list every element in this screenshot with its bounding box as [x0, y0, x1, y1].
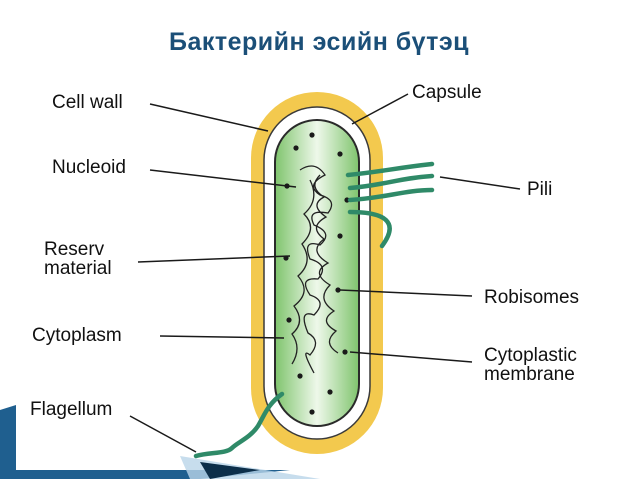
- nucleoid-dna: [291, 165, 339, 374]
- label-nucleoid: Nucleoid: [52, 157, 126, 178]
- label-cytoplasmic-membrane: Cytoplastic membrane: [484, 345, 577, 385]
- label-reserve-material: Reserv material: [44, 239, 112, 279]
- pili: [345, 161, 435, 249]
- slide-title: Бактерийн эсийн бүтэц: [168, 28, 469, 56]
- label-cytoplasm: Cytoplasm: [32, 325, 122, 346]
- label-ribosomes: Robisomes: [484, 287, 580, 308]
- label-cell-wall: Cell wall: [52, 92, 123, 113]
- label-flagellum: Flagellum: [30, 399, 113, 420]
- leader-lines: [129, 93, 521, 453]
- label-pili: Pili: [527, 179, 553, 200]
- label-capsule: Capsule: [412, 82, 482, 103]
- flagellum: [193, 391, 285, 459]
- ribosome-dots: [283, 132, 350, 415]
- cytoplasm-region: [274, 119, 360, 427]
